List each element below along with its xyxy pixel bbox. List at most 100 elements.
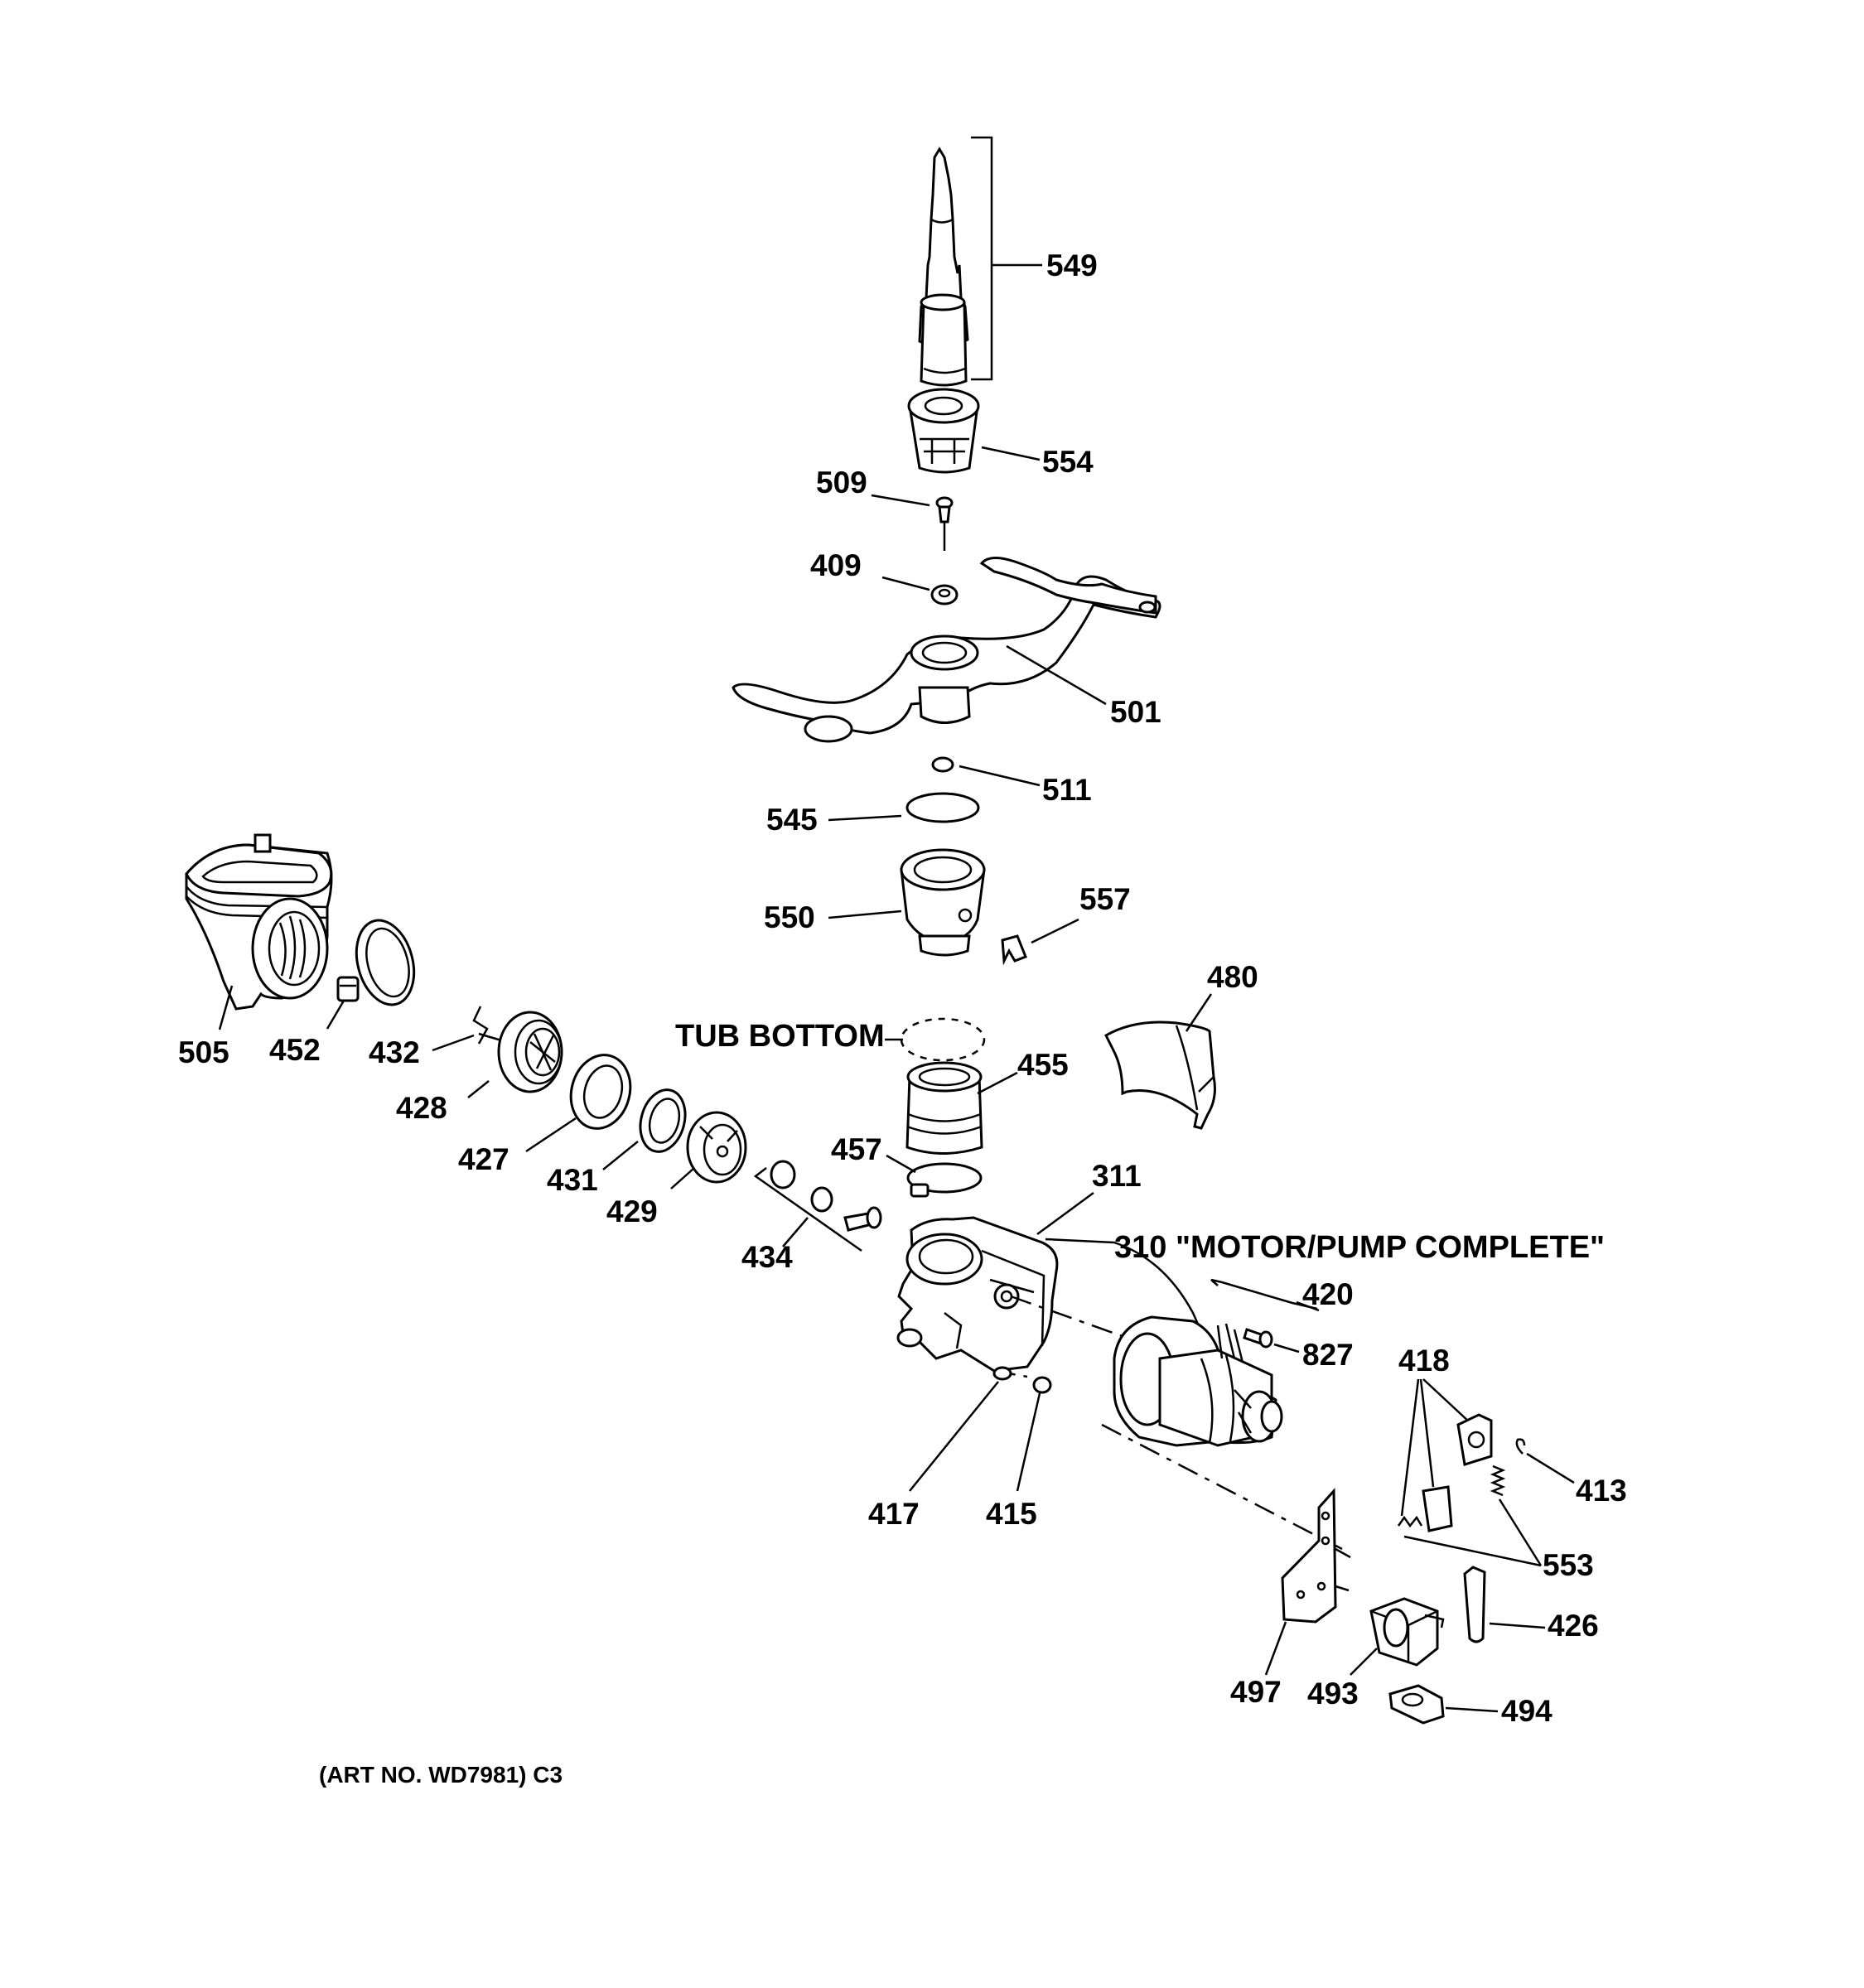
part-493-solenoid bbox=[1369, 1597, 1445, 1667]
part-311-pump-housing bbox=[896, 1216, 1059, 1373]
label-457: 457 bbox=[831, 1132, 882, 1166]
label-549: 549 bbox=[1046, 248, 1098, 282]
part-455-bellows bbox=[905, 1061, 983, 1155]
leader-452 bbox=[326, 1000, 345, 1030]
label-415: 415 bbox=[986, 1497, 1037, 1531]
part-494-plunger bbox=[1388, 1684, 1445, 1725]
alignment-line-1 bbox=[1010, 1295, 1128, 1339]
label-480: 480 bbox=[1207, 960, 1258, 994]
leader-409 bbox=[881, 576, 930, 591]
leader-434 bbox=[782, 1217, 809, 1247]
leader-554 bbox=[981, 446, 1041, 461]
part-429-impeller bbox=[686, 1111, 747, 1184]
leader-427 bbox=[525, 1117, 577, 1153]
part-549-tower bbox=[918, 147, 969, 387]
label-505: 505 bbox=[178, 1035, 229, 1069]
leader-426 bbox=[1489, 1622, 1546, 1629]
label-427: 427 bbox=[458, 1142, 509, 1176]
leader-509 bbox=[871, 494, 930, 507]
label-428: 428 bbox=[396, 1091, 447, 1125]
part-427-ring bbox=[569, 1054, 632, 1130]
leader-557 bbox=[1031, 918, 1079, 944]
part-420-wire bbox=[1210, 1278, 1318, 1310]
label-413: 413 bbox=[1576, 1474, 1627, 1508]
part-432-clip bbox=[472, 1006, 489, 1045]
leader-455 bbox=[977, 1071, 1018, 1095]
part-413-clip bbox=[1515, 1438, 1526, 1455]
label-418: 418 bbox=[1398, 1344, 1450, 1378]
motor-pump-outline bbox=[1045, 1238, 1211, 1351]
leader-511 bbox=[959, 765, 1041, 787]
leaders-553 bbox=[1403, 1498, 1543, 1567]
label-417: 417 bbox=[868, 1497, 920, 1531]
part-457-clamp bbox=[906, 1162, 983, 1198]
label-827: 827 bbox=[1302, 1338, 1354, 1372]
label-493: 493 bbox=[1307, 1677, 1359, 1711]
part-501-spray-arm bbox=[732, 557, 1161, 743]
part-417-washer bbox=[992, 1366, 1012, 1381]
part-431-ring bbox=[639, 1088, 687, 1153]
label-432: 432 bbox=[369, 1035, 420, 1069]
leader-311 bbox=[1036, 1191, 1094, 1236]
label-501: 501 bbox=[1110, 695, 1161, 729]
label-550: 550 bbox=[764, 900, 815, 934]
label-434: 434 bbox=[741, 1240, 793, 1274]
label-509: 509 bbox=[816, 466, 867, 499]
label-497: 497 bbox=[1230, 1675, 1282, 1709]
label-511: 511 bbox=[1042, 773, 1092, 807]
leader-415 bbox=[1016, 1392, 1041, 1492]
part-497-bracket bbox=[1281, 1488, 1351, 1624]
leader-428 bbox=[467, 1080, 490, 1098]
leader-545 bbox=[828, 814, 902, 822]
leader-429 bbox=[670, 1167, 695, 1189]
leader-827 bbox=[1273, 1343, 1300, 1353]
label-426: 426 bbox=[1548, 1609, 1599, 1643]
part-415-nut bbox=[1032, 1376, 1052, 1394]
label-455: 455 bbox=[1017, 1048, 1069, 1082]
label-409: 409 bbox=[810, 548, 862, 582]
label-311: 311 bbox=[1092, 1159, 1142, 1193]
alignment-line-2 bbox=[1101, 1423, 1343, 1551]
part-545-ring bbox=[905, 792, 980, 823]
part-428-impeller bbox=[478, 1011, 563, 1093]
label-494: 494 bbox=[1501, 1694, 1553, 1728]
part-827-screw bbox=[1243, 1328, 1273, 1349]
leader-413 bbox=[1526, 1452, 1575, 1484]
leader-431 bbox=[602, 1141, 639, 1170]
leader-501 bbox=[1006, 644, 1107, 706]
part-480-shield bbox=[1104, 1021, 1216, 1130]
part-554-cup bbox=[907, 388, 980, 474]
leader-494 bbox=[1445, 1706, 1499, 1713]
leader-417 bbox=[909, 1381, 999, 1492]
leader-550 bbox=[828, 910, 902, 919]
leader-505 bbox=[218, 985, 234, 1030]
part-motor bbox=[1113, 1315, 1283, 1447]
art-number: (ART NO. WD7981) C3 bbox=[319, 1762, 563, 1788]
label-429: 429 bbox=[606, 1194, 658, 1228]
part-409-nut bbox=[930, 584, 959, 606]
part-509-screw bbox=[935, 496, 954, 551]
label-554: 554 bbox=[1042, 445, 1094, 479]
label-431: 431 bbox=[547, 1163, 598, 1197]
leader-480 bbox=[1185, 993, 1213, 1032]
bracket-549 bbox=[971, 136, 1042, 381]
leader-420 bbox=[1296, 1300, 1320, 1312]
part-505-sump bbox=[185, 833, 333, 1011]
label-553: 553 bbox=[1543, 1548, 1594, 1582]
leaders-418 bbox=[1400, 1378, 1471, 1517]
part-418-bracket bbox=[1397, 1413, 1493, 1532]
part-557-clip bbox=[1001, 934, 1027, 966]
tub-bottom-ring bbox=[900, 1017, 986, 1062]
leader-457 bbox=[886, 1154, 916, 1174]
motor-pump-complete-label: 310 "MOTOR/PUMP COMPLETE" bbox=[1114, 1230, 1605, 1265]
leader-432 bbox=[432, 1034, 475, 1052]
part-426-pin bbox=[1463, 1566, 1486, 1643]
leader-497 bbox=[1264, 1621, 1287, 1676]
part-452-clamp bbox=[336, 919, 416, 1006]
part-511-nut bbox=[931, 756, 954, 773]
part-553-spring bbox=[1490, 1464, 1506, 1497]
label-452: 452 bbox=[269, 1033, 321, 1067]
part-550-housing bbox=[900, 848, 986, 957]
label-420: 420 bbox=[1302, 1277, 1354, 1311]
